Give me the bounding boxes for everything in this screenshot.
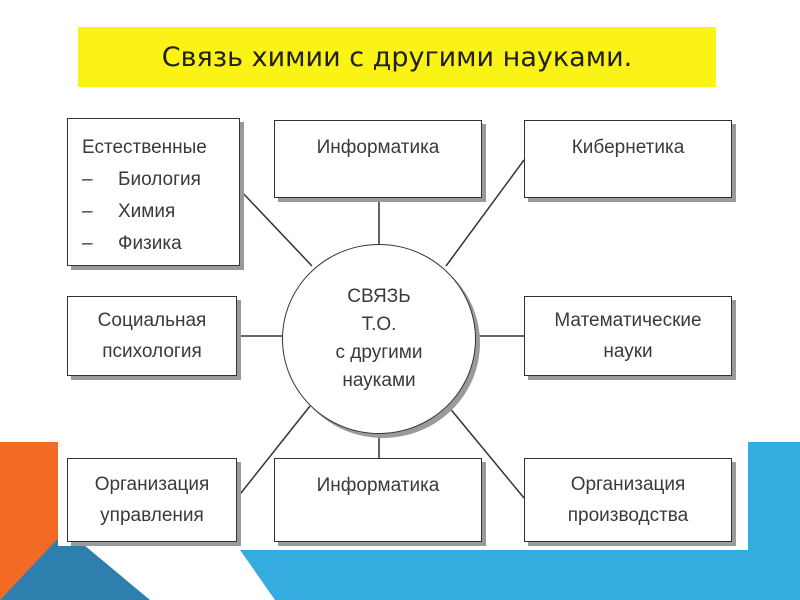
blue-side-shape	[748, 442, 800, 600]
box-informatics-top: Информатика	[274, 120, 482, 198]
social-psychology-line: психология	[102, 341, 202, 362]
natural-item: –Физика	[82, 233, 182, 254]
box-social-psychology: Социальная психология	[67, 296, 237, 376]
informatics-bottom-label: Информатика	[316, 475, 440, 496]
connector-org-production	[447, 405, 525, 499]
central-hub-circle: СВЯЗЬ Т.О. с другими науками	[282, 244, 476, 434]
page-title: Связь химии с другими науками.	[161, 41, 633, 73]
math-sciences-line: Математические	[554, 310, 702, 331]
box-natural-sciences: Естественные –Биология –Химия –Физика	[67, 118, 240, 266]
hub-line: СВЯЗЬ	[347, 286, 411, 307]
box-cybernetics: Кибернетика	[524, 120, 732, 198]
natural-item: –Химия	[82, 201, 176, 222]
box-org-management: Организация управления	[67, 458, 237, 542]
math-sciences-line: науки	[603, 341, 653, 362]
box-informatics-bottom: Информатика	[274, 458, 482, 542]
social-psychology-line: Социальная	[97, 310, 207, 331]
connector-cybernetics	[445, 159, 525, 267]
org-management-line: Организация	[94, 474, 210, 495]
title-bar: Связь химии с другими науками.	[78, 27, 716, 87]
org-production-line: производства	[567, 505, 689, 526]
connector-natural	[239, 189, 313, 267]
hub-line: науками	[342, 370, 416, 391]
hub-line: Т.О.	[361, 314, 397, 335]
natural-heading: Естественные	[82, 137, 207, 158]
informatics-top-label: Информатика	[316, 137, 440, 158]
cybernetics-label: Кибернетика	[571, 137, 685, 158]
box-org-production: Организация производства	[524, 458, 732, 542]
dark-blue-stripe	[0, 530, 150, 600]
org-management-line: управления	[100, 505, 204, 526]
connector-org-management	[236, 405, 311, 499]
hub-line: с другими	[335, 342, 423, 363]
org-production-line: Организация	[570, 474, 686, 495]
box-math-sciences: Математические науки	[524, 296, 732, 376]
blue-band-shape	[240, 550, 800, 600]
natural-item: –Биология	[82, 169, 201, 190]
